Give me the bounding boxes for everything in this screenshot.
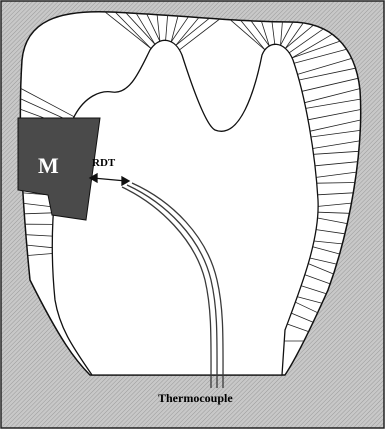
distance-label: RDT [92, 157, 116, 169]
restoration-label: M [38, 153, 59, 178]
thermocouple-label: Thermocouple [158, 391, 233, 405]
